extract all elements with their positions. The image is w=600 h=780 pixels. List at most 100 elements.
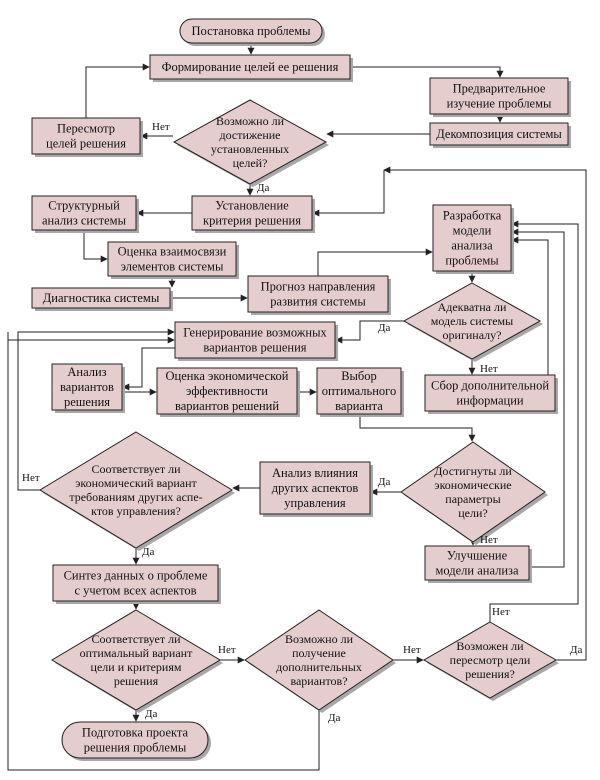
econ-params-reached-text-2: параметры <box>445 492 500 506</box>
goals-achievable-text-2: установленных <box>211 142 289 156</box>
box-shape <box>52 564 219 602</box>
optimal-meets-goals-text-1: оптимальный вариант <box>80 646 193 660</box>
economic-assessment-box: Оценка экономическойэффективностивариант… <box>156 367 300 417</box>
relations-assessment-text-1: элементов системы <box>121 260 224 274</box>
decision-shape <box>400 441 546 543</box>
model-development-text-0: Разработка <box>443 209 502 223</box>
goals-revision-text-1: целей решения <box>46 137 126 151</box>
label-yes-extra: Да <box>328 712 341 724</box>
info-collection-text-0: Сбор дополнительной <box>431 379 549 393</box>
goals-formation-text-0: Формирование целей ее решения <box>162 60 339 74</box>
decision-shape <box>51 609 221 711</box>
forecast-text-1: развития системы <box>270 295 366 309</box>
arrow-structural-to-relations <box>83 230 108 263</box>
box-shape <box>31 117 141 155</box>
decision-shape <box>422 621 558 699</box>
meets-other-aspects-text-3: ктов управления? <box>91 504 181 518</box>
arrow-meets-to-generate <box>17 328 175 491</box>
end-text-1: решения проблемы <box>84 741 187 755</box>
variants-analysis-text-0: Анализ <box>67 365 106 379</box>
label-no-revision-possible: Нет <box>492 606 510 618</box>
goals-formation-box: Формирование целей ее решения <box>149 54 353 82</box>
arrow-forecast-to-model <box>317 248 433 276</box>
decomposition-text-0: Декомпозиция системы <box>436 127 562 141</box>
box-shape <box>424 545 530 581</box>
arrow-loop-to-criterion <box>312 170 385 217</box>
other-aspects-analysis-text-0: Анализ влияния <box>272 466 358 480</box>
decision-shape <box>402 282 542 360</box>
label-yes-optimal: Да <box>145 708 158 720</box>
model-adequate-text-2: оригиналу? <box>443 328 502 342</box>
econ-params-reached-text-1: экономические <box>434 478 511 492</box>
generate-variants-text-0: Генерирование возможных <box>183 326 327 340</box>
criterion-text-0: Установление <box>215 199 289 213</box>
box-shape <box>429 77 569 115</box>
label-yes-revision-possible: Да <box>570 644 583 656</box>
generate-variants-text-1: вариантов решения <box>203 341 306 355</box>
structural-analysis-text-1: анализ системы <box>42 214 127 228</box>
extra-variants-possible-text-2: дополнительных <box>276 660 362 674</box>
extra-variants-possible-text-3: вариантов? <box>290 674 347 688</box>
preliminary-study-text-1: изучение проблемы <box>447 97 552 111</box>
arrow-goals-to-study <box>350 66 504 78</box>
arrow-generate-to-analysis <box>122 347 175 391</box>
diagnostics-text-0: Диагностика системы <box>43 291 160 305</box>
optimal-choice-text-0: Выбор <box>341 369 377 383</box>
goals-achievable-text-3: целей? <box>233 156 268 170</box>
connectors <box>7 43 587 771</box>
label-no-optimal: Нет <box>218 644 236 656</box>
box-shape <box>259 461 371 515</box>
start-text-0: Постановка проблемы <box>191 24 311 38</box>
goals-achievable-text-1: достижение <box>219 128 280 142</box>
box-shape <box>149 54 351 80</box>
end-text-0: Подготовка проекта <box>82 726 189 740</box>
decomposition-box: Декомпозиция системы <box>429 122 571 148</box>
other-aspects-analysis-text-2: управления <box>284 496 346 510</box>
box-shape <box>424 374 556 412</box>
relations-assessment-text-0: Оценка взаимосвязи <box>118 245 227 259</box>
optimal-meets-goals-text-3: решения <box>114 674 159 688</box>
arrow-revision-to-goals <box>85 63 150 118</box>
goals-revision-text-0: Пересмотр <box>57 122 115 136</box>
variants-analysis-text-2: решения <box>64 395 110 409</box>
extra-variants-possible-text-0: Возможно ли <box>285 632 354 646</box>
model-development-text-1: модели <box>453 224 492 238</box>
model-improvement-text-1: модели анализа <box>435 564 519 578</box>
label-no-extra: Нет <box>403 644 421 656</box>
label-yes-econ: Да <box>378 476 391 488</box>
preliminary-study-text-0: Предварительное <box>453 82 546 96</box>
optimal-meets-goals-text-0: Соответствует ли <box>91 632 181 646</box>
box-shape <box>31 195 137 231</box>
label-no-goals: Нет <box>152 121 170 133</box>
label-yes-goals: Да <box>257 182 270 194</box>
label-no-meets: Нет <box>22 472 40 484</box>
arrow-revision-possible-to-criterion <box>383 166 587 661</box>
box-shape <box>51 363 123 411</box>
box-shape <box>247 275 389 313</box>
model-adequate-text-1: модель системы <box>431 314 513 328</box>
optimal-meets-goals-text-2: цели и критериям <box>91 660 182 674</box>
arrow-adequate-to-generate <box>335 320 404 344</box>
variants-analysis-text-1: вариантов <box>60 380 114 394</box>
box-shape <box>174 321 336 359</box>
model-improvement-text-0: Улучшение <box>447 549 508 563</box>
goals-achievable-text-0: Возможно ли <box>216 114 285 128</box>
arrow-revision-possible-to-model <box>489 220 579 622</box>
econ-params-reached-text-0: Достигнуты ли <box>434 464 512 478</box>
